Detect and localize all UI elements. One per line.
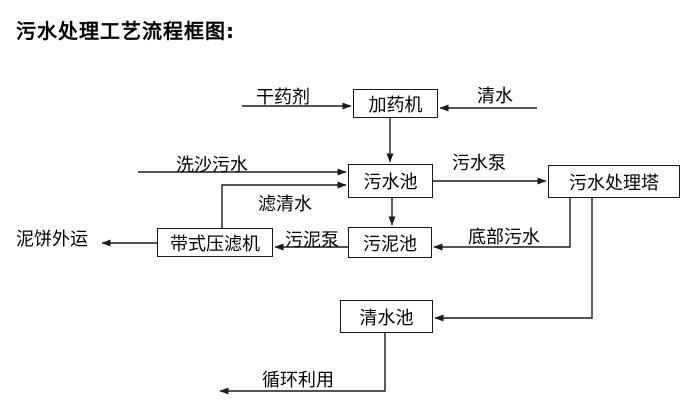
arrow-bottom-sewage-tower-to-sludge-pool bbox=[433, 198, 571, 251]
arrow-clean-pool-recycle bbox=[219, 333, 386, 395]
node-sludge-pool: 污泥池 bbox=[348, 227, 432, 258]
label-bottom-sewage: 底部污水 bbox=[468, 227, 540, 248]
label-recycle: 循环利用 bbox=[262, 370, 334, 391]
arrow-tower-to-clean-pool bbox=[434, 198, 593, 322]
node-sewage-pool: 污水池 bbox=[348, 164, 433, 198]
label-filtered-water: 滤清水 bbox=[258, 194, 312, 215]
node-dosing-machine: 加药机 bbox=[353, 89, 438, 118]
node-belt-filter-press: 带式压滤机 bbox=[157, 228, 273, 257]
node-sewage-treatment-tower: 污水处理塔 bbox=[548, 165, 680, 198]
label-sewage-pump: 污水泵 bbox=[452, 153, 506, 174]
label-clean-water: 清水 bbox=[477, 86, 513, 107]
arrow-filtered-water-press-to-sewage-pool bbox=[221, 181, 347, 228]
diagram-title: 污水处理工艺流程框图: bbox=[16, 19, 235, 43]
node-clean-water-pool: 清水池 bbox=[340, 300, 433, 333]
label-mud-cake-out: 泥饼外运 bbox=[16, 229, 88, 250]
label-sand-wash-sewage: 洗沙污水 bbox=[176, 155, 248, 176]
label-sludge-pump: 污泥泵 bbox=[285, 230, 339, 251]
label-dry-agent: 干药剂 bbox=[256, 87, 310, 108]
